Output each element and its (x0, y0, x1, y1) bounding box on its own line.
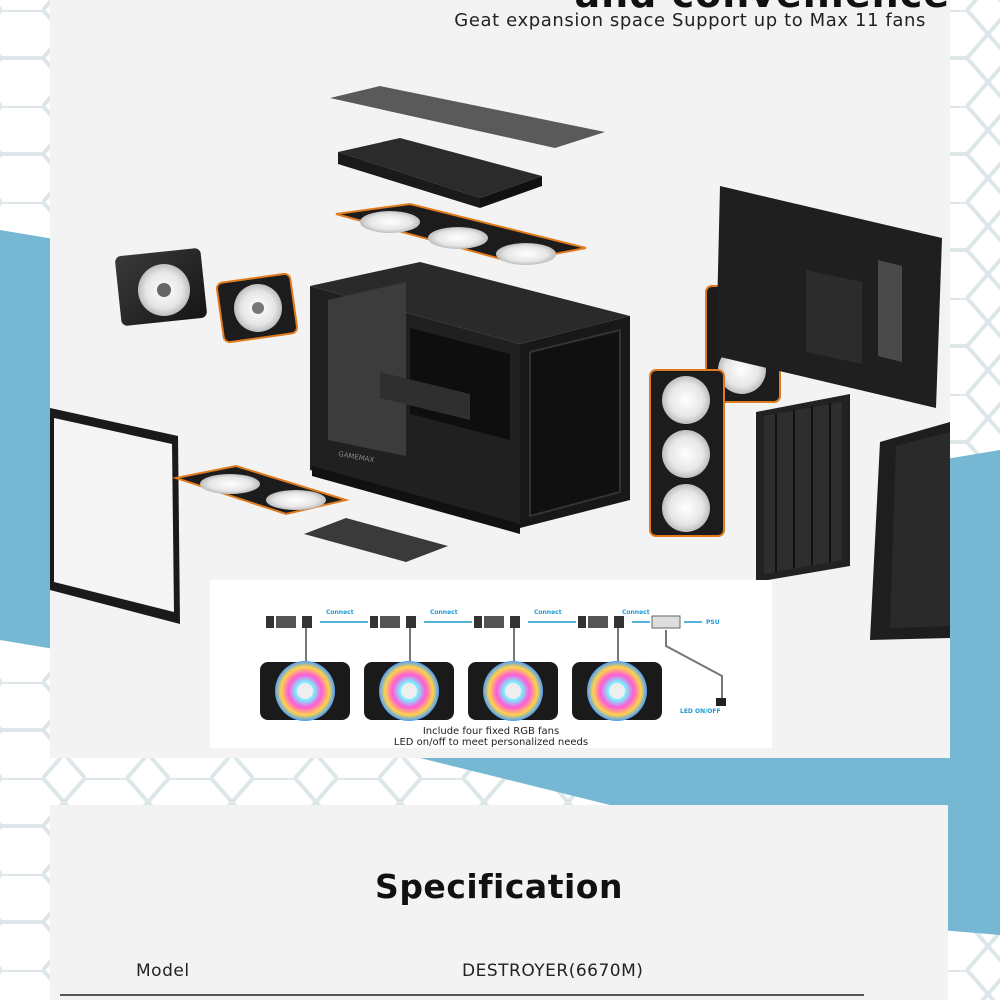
front-panel (870, 422, 950, 640)
spec-row-label: Model (136, 961, 190, 981)
aio-pump-block (115, 248, 207, 326)
spec-row-divider (60, 994, 864, 996)
case-chassis: GAMEMAX (310, 262, 630, 534)
rgb-caption-line-2: LED on/off to meet personalized needs (393, 737, 589, 748)
spec-row-value: DESTROYER(6670M) (462, 961, 644, 981)
bottom-dust-filter (304, 518, 448, 562)
connect-label-2: Connect (430, 609, 458, 616)
top-fan-row (335, 202, 587, 265)
top-dust-filter (330, 86, 605, 148)
specification-card: Specification Model DESTROYER(6670M) (50, 805, 948, 1000)
rgb-fan-2 (364, 661, 454, 721)
headline-fragment: and convenience (510, 0, 950, 16)
rear-side-panel (716, 186, 942, 408)
connect-label-1: Connect (326, 609, 354, 616)
led-switch-label: LED ON/OFF (680, 708, 721, 715)
rgb-diagram-graphic (260, 615, 726, 721)
bottom-fan-row (172, 464, 350, 516)
top-radiator (338, 138, 542, 208)
connect-label-4: Connect (622, 609, 650, 616)
exploded-case-illustration: GAMEMAX (50, 86, 950, 640)
rear-fan (215, 272, 299, 344)
product-showcase-panel: and convenience Geat expansion space Sup… (50, 0, 950, 758)
spec-title: Specification (375, 867, 623, 906)
side-radiator (756, 394, 850, 582)
rgb-fan-3 (468, 661, 558, 721)
rgb-fan-diagram: Connect Connect Connect Connect PSU LED … (210, 580, 772, 748)
rgb-fan-4 (572, 661, 662, 721)
psu-label: PSU (706, 619, 720, 626)
side-fan-stack-lower (649, 369, 725, 537)
connect-label-3: Connect (534, 609, 562, 616)
side-glass-panel (50, 408, 180, 624)
rgb-fan-1 (260, 661, 350, 721)
rgb-caption-line-1: Include four fixed RGB fans (422, 726, 560, 737)
subheadline: Geat expansion space Support up to Max 1… (454, 10, 926, 31)
